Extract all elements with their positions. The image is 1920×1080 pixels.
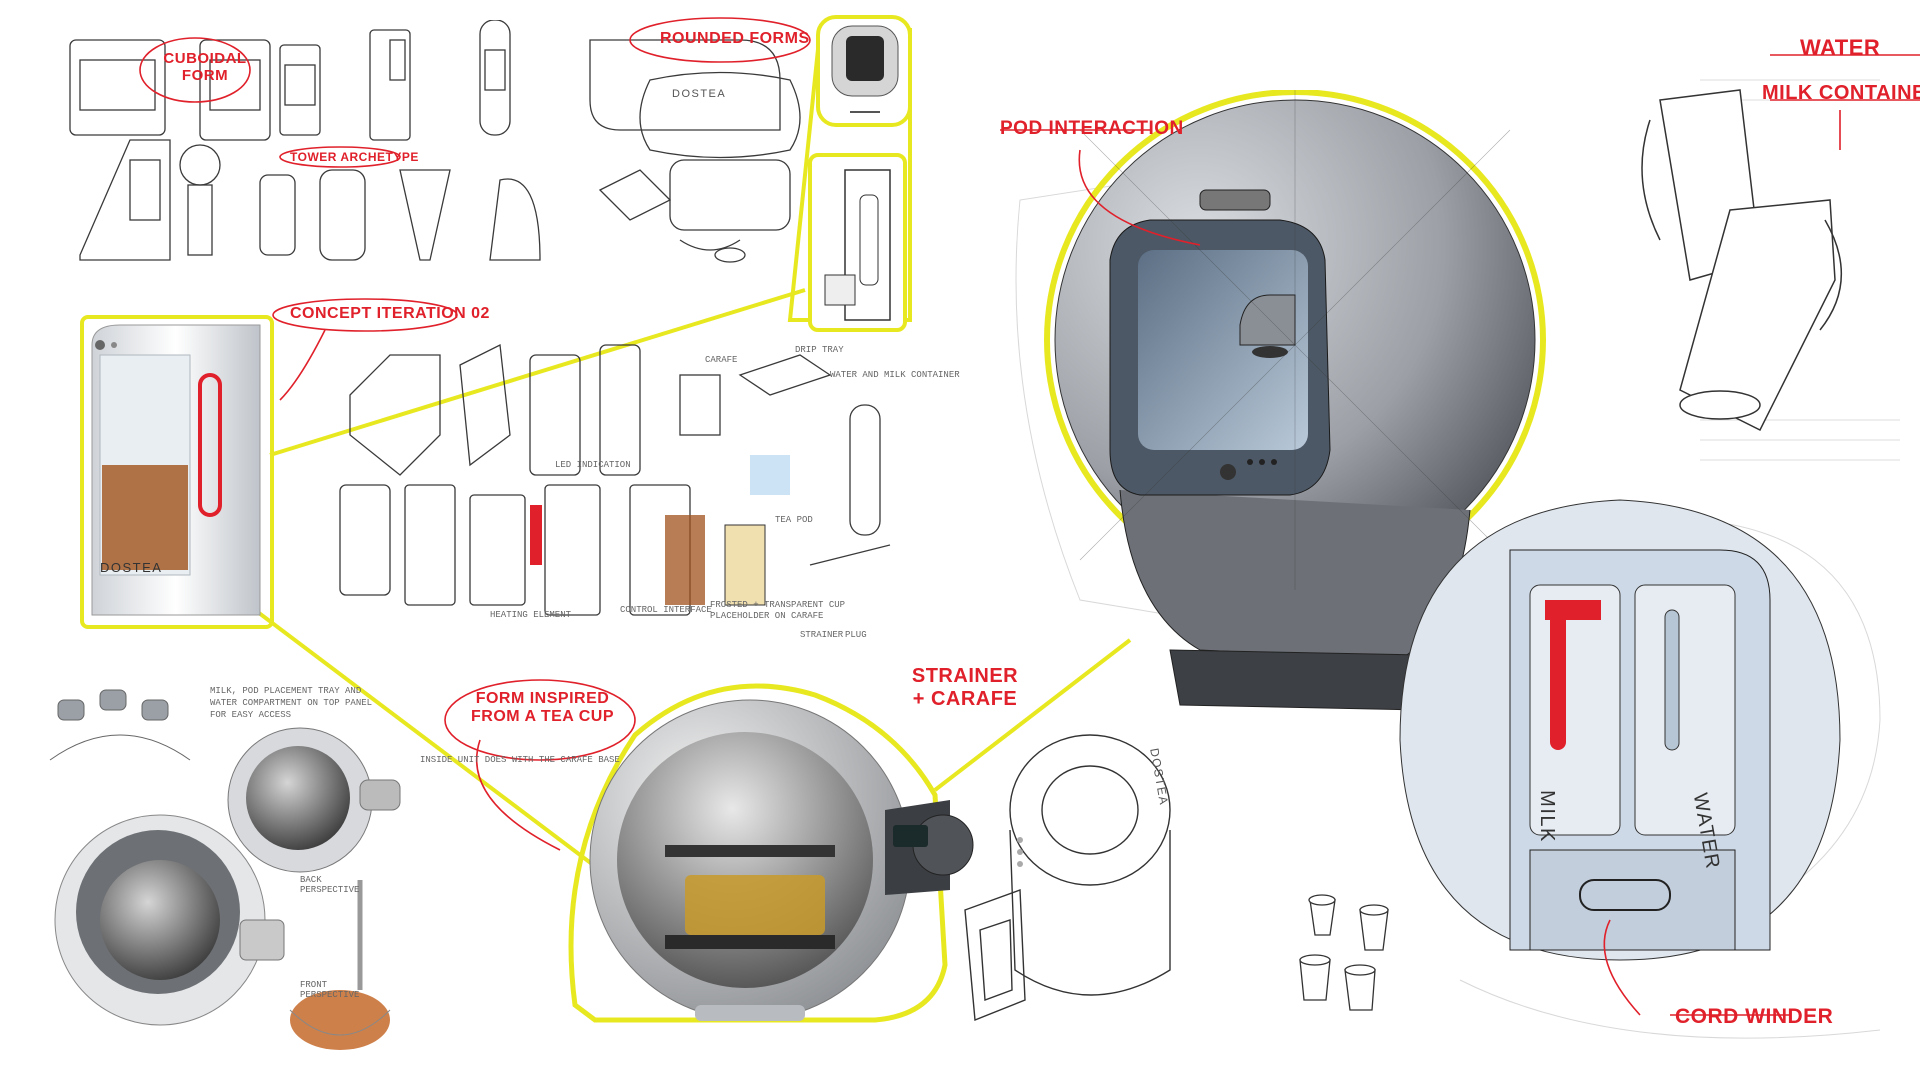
note-control: CONTROL INTERFACE	[620, 605, 712, 615]
highlighted-thumbnail-round	[816, 15, 912, 127]
label-cuboidal-form: CUBOIDAL FORM	[163, 50, 247, 84]
label-rounded-forms: ROUNDED FORMS	[660, 30, 810, 47]
label-concept-iteration: CONCEPT ITERATION 02	[290, 305, 490, 322]
pod-interaction-machine-sketch	[1044, 90, 1546, 711]
concept-render-tower	[80, 315, 274, 629]
note-milk-pod: MILK, POD PLACEMENT TRAY AND WATER COMPA…	[210, 686, 373, 720]
note-back-perspective: BACK PERSPECTIVE	[300, 875, 360, 895]
round-machine-renders	[49, 689, 401, 1050]
note-heating: HEATING ELEMENT	[490, 610, 572, 620]
note-frosted: FROSTED + TRANSPARENT CUP PLACEHOLDER ON…	[710, 600, 846, 621]
label-pod-interaction: POD INTERACTION	[1000, 118, 1184, 139]
label-milk-container: MILK CONTAINER	[1762, 82, 1920, 104]
note-tea-pod: TEA POD	[775, 515, 813, 525]
exploded-view-sketches	[339, 344, 891, 616]
milk-container-sketch	[1641, 89, 1842, 432]
note-drip-tray: DRIP TRAY	[795, 345, 844, 355]
strainer-carafe-sketch	[964, 734, 1171, 1021]
brand-text-top: DOSTEA	[672, 88, 727, 100]
label-tower-archetype: TOWER ARCHETYPE	[290, 150, 419, 164]
highlighted-thumbnail-tower	[808, 153, 907, 332]
note-led: LED INDICATION	[555, 460, 631, 470]
rear-view-milk-water-sketch	[1399, 499, 1841, 961]
tea-cup-machine-render	[568, 683, 974, 1023]
note-carafe: CARAFE	[705, 355, 738, 365]
milk-tank-label: MILK	[1535, 790, 1558, 843]
note-plug: PLUG	[845, 630, 867, 640]
note-inside-unit: INSIDE UNIT DOES WITH THE CARAFE BASE	[420, 755, 620, 765]
thumbnail-sketches-rounded	[589, 39, 801, 263]
tea-pods-sketch	[1299, 894, 1389, 1011]
thumbnail-sketches-cuboidal	[69, 20, 541, 261]
brand-text-render: DOSTEA	[100, 560, 163, 575]
label-form-inspired: FORM INSPIRED FROM A TEA CUP	[471, 690, 614, 725]
label-strainer-carafe: STRAINER + CARAFE	[911, 665, 1019, 710]
note-strainer: STRAINER	[800, 630, 844, 640]
note-water-milk: WATER AND MILK CONTAINER	[830, 370, 960, 380]
label-water: WATER	[1800, 35, 1881, 60]
label-cord-winder: CORD WINDER	[1675, 1005, 1834, 1028]
note-front-perspective: FRONT PERSPECTIVE	[300, 980, 360, 1000]
